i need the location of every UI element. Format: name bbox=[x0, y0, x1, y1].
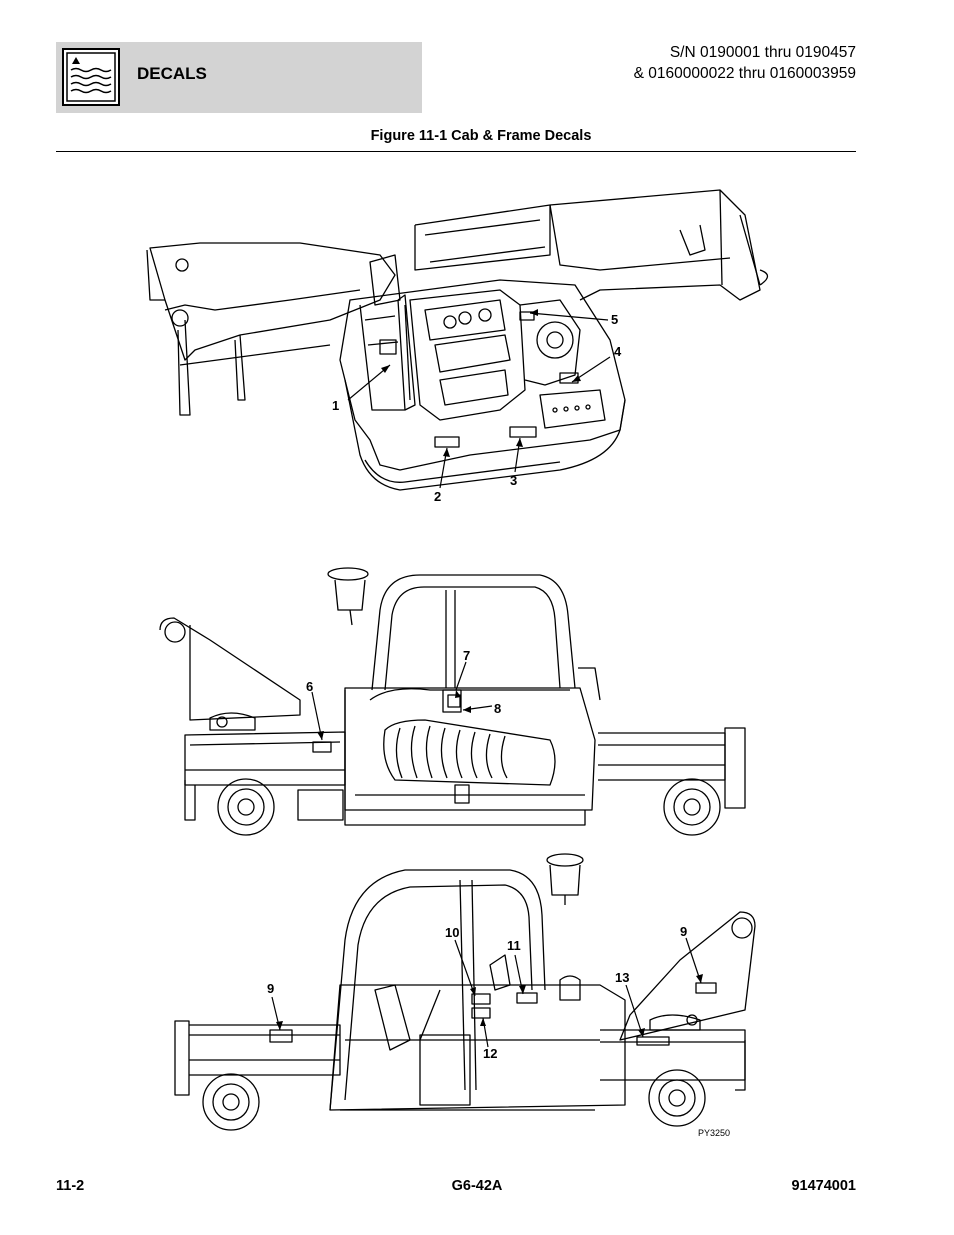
callout-7: 7 bbox=[463, 648, 470, 663]
callout-6: 6 bbox=[306, 679, 313, 694]
footer-model: G6-42A bbox=[451, 1178, 503, 1194]
callout-2: 2 bbox=[434, 489, 441, 504]
section-title: DECALS bbox=[137, 64, 207, 83]
side-view-right bbox=[174, 853, 756, 1131]
callout-1: 1 bbox=[332, 398, 339, 413]
callout-9a: 9 bbox=[267, 981, 274, 996]
callout-10: 10 bbox=[445, 925, 459, 940]
figure-code: PY3250 bbox=[698, 1128, 730, 1138]
section-decals-icon bbox=[62, 48, 120, 106]
serial-line-2: & 0160000022 thru 0160003959 bbox=[633, 65, 856, 82]
callout-11: 11 bbox=[507, 938, 521, 953]
serial-line-1: S/N 0190001 thru 0190457 bbox=[669, 44, 856, 61]
callout-13: 13 bbox=[615, 970, 629, 985]
callout-5: 5 bbox=[611, 312, 618, 327]
footer-doc-number: 91474001 bbox=[791, 1178, 856, 1194]
callout-12: 12 bbox=[483, 1046, 497, 1061]
arrowheads bbox=[276, 309, 703, 1037]
callout-9b: 9 bbox=[680, 924, 687, 939]
side-view-left bbox=[159, 567, 746, 836]
figure-title: Figure 11-1 Cab & Frame Decals bbox=[370, 128, 592, 144]
callout-8: 8 bbox=[494, 701, 501, 716]
top-view-chassis bbox=[146, 189, 769, 491]
serial-range: S/N 0190001 thru 0190457 & 0160000022 th… bbox=[634, 42, 856, 84]
footer-page-number: 11-2 bbox=[56, 1178, 85, 1194]
callout-labels: 1 2 3 4 5 6 7 8 9 9 10 11 12 13 PY3250 bbox=[267, 312, 730, 1138]
callout-3: 3 bbox=[510, 473, 517, 488]
header-rule bbox=[56, 151, 856, 152]
side-view-left-leaders bbox=[311, 661, 493, 741]
callout-4: 4 bbox=[614, 344, 622, 359]
